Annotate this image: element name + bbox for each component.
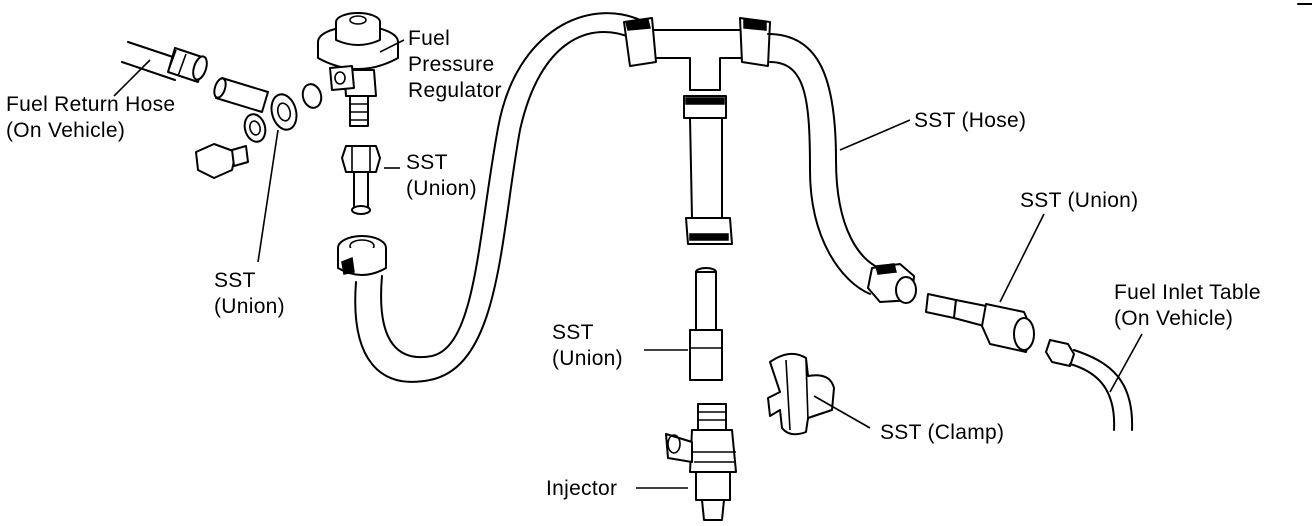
union-bolt-pipe (213, 77, 269, 113)
fuel-pressure-regulator (317, 12, 399, 127)
label-sst-union-right: SST (Union) (1020, 189, 1139, 212)
label-sst-union-center: SST (Union) (552, 321, 623, 370)
leader-lines (113, 3, 1312, 489)
label-injector: Injector (546, 477, 618, 500)
sst-clamp (767, 352, 835, 436)
sst-union-center (689, 267, 723, 381)
sst-union-left-parts (195, 83, 323, 179)
label-fuel-pressure-regulator: Fuel Pressure Regulator (408, 27, 502, 102)
injector (665, 403, 737, 521)
sst-union-right-parts (867, 263, 1134, 431)
label-sst-clamp: SST (Clamp) (880, 421, 1005, 444)
label-sst-hose: SST (Hose) (914, 109, 1027, 132)
label-fuel-inlet-table: Fuel Inlet Table (On Vehicle) (1114, 281, 1261, 330)
label-fuel-return-hose: Fuel Return Hose (On Vehicle) (6, 93, 176, 142)
sst-hose (337, 12, 641, 383)
fuel-return-hose (121, 41, 208, 83)
label-sst-union-regulator: SST (Union) (406, 151, 477, 200)
tee-fitting (623, 17, 885, 295)
sst-union-regulator (341, 145, 381, 215)
label-sst-union-left: SST (Union) (214, 269, 285, 318)
